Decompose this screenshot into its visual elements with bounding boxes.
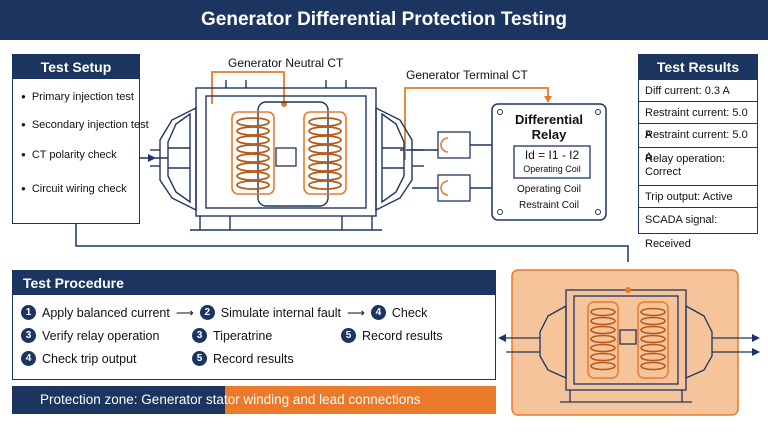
step-number: 5 (192, 351, 207, 366)
relay-title-line2: Relay (531, 127, 567, 142)
setup-item-primary: Primary injection test (21, 91, 134, 103)
arrow-right-icon: ⟶ (346, 306, 365, 320)
test-setup-panel: Test Setup Primary injection test Second… (12, 54, 149, 224)
relay-operating-coil: Operating Coil (517, 184, 581, 195)
step-label: Record results (362, 328, 443, 343)
test-results-title: Test Results (639, 55, 757, 79)
procedure-row-2: 3 Verify relay operation 3 Tiperatrine 5… (21, 328, 443, 343)
relay-title-line1: Differential (515, 112, 583, 127)
arrow-right-icon: ⟶ (175, 306, 194, 320)
step-label: Check trip output (42, 351, 137, 366)
step-label: Record results (213, 351, 294, 366)
setup-item-secondary: Secondary injection test (21, 119, 149, 131)
step-number: 1 (21, 305, 36, 320)
test-setup-title: Test Setup (13, 55, 139, 79)
relay-operating-coil-inner: Operating Coil (523, 164, 581, 174)
test-procedure-title: Test Procedure (13, 271, 495, 295)
terminal-ct-label: Generator Terminal CT (406, 68, 528, 82)
step-label: Verify relay operation (42, 328, 160, 343)
step-number: 5 (341, 328, 356, 343)
step-number: 4 (21, 351, 36, 366)
procedure-row-3: 4 Check trip output 5 Record results (21, 351, 294, 366)
relay-title: Differential Relay (492, 112, 606, 142)
result-diff-current: Diff current: 0.3 A (639, 79, 757, 101)
test-procedure-panel: Test Procedure 1 Apply balanced current … (12, 270, 496, 380)
result-restraint-current: Restraint current: 5.0 A (639, 101, 757, 141)
step-number: 2 (199, 305, 215, 320)
test-results-panel: Test Results Diff current: 0.3 A Restrai… (638, 54, 758, 250)
relay-restraint-coil: Restraint Coil (518, 200, 580, 211)
page-title: Generator Differential Protection Testin… (0, 0, 768, 40)
result-scada-signal: SCADA signal: Received (639, 207, 757, 250)
step-label: Check (391, 305, 428, 320)
result-relay-operation: Relay operation: Correct (639, 147, 757, 185)
setup-item-wiring: Circuit wiring check (21, 183, 127, 195)
procedure-row-1: 1 Apply balanced current ⟶ 2 Simulate in… (21, 305, 427, 320)
step-label: Tiperatrine (213, 328, 273, 343)
result-restraint-current-2: Restraint current: 5.0 A (639, 123, 757, 163)
result-trip-output: Trip output: Active (639, 185, 757, 207)
step-label: Apply balanced current (42, 305, 170, 320)
setup-item-polarity: CT polarity check (21, 149, 117, 161)
step-number: 3 (192, 328, 207, 343)
step-label: Simulate internal fault (220, 305, 341, 320)
step-number: 3 (21, 328, 36, 343)
relay-formula: Id = I1 - I2 (524, 148, 580, 162)
protection-zone-banner: Protection zone: Generator stator windin… (12, 386, 496, 414)
neutral-ct-label: Generator Neutral CT (228, 56, 344, 70)
step-number: 4 (370, 305, 386, 320)
